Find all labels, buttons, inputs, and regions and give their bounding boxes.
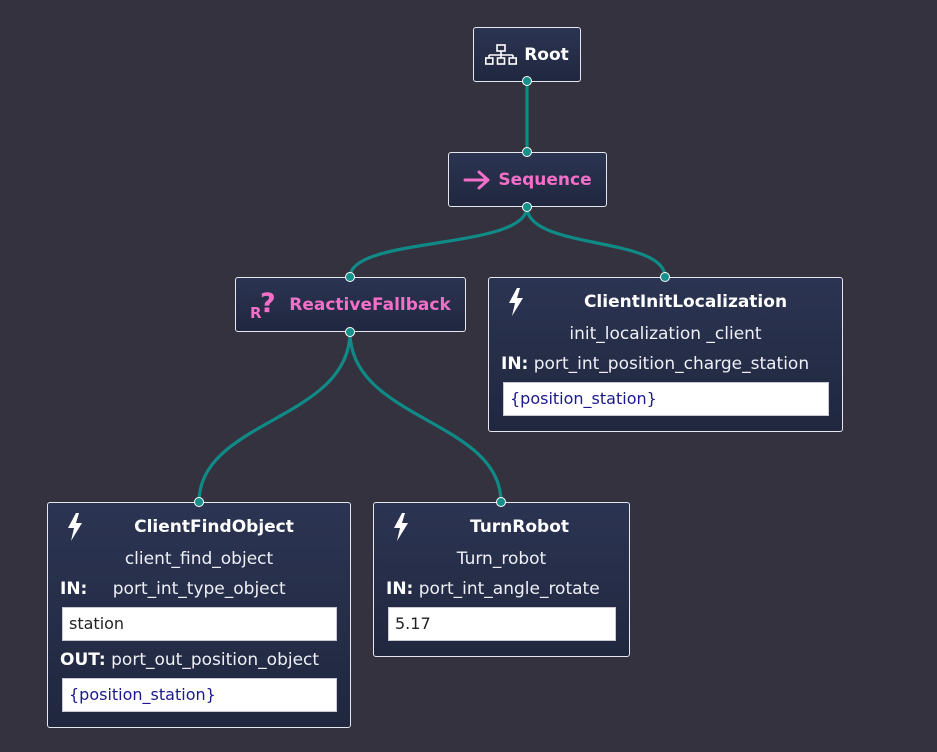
find-object-subtitle: client_find_object xyxy=(124,549,274,569)
port-direction: IN: xyxy=(60,579,88,599)
find-object-title: ClientFindObject xyxy=(134,517,294,537)
port-name: port_int_angle_rotate xyxy=(418,579,600,599)
edge-sequence-fallback xyxy=(348,206,529,278)
sitemap-icon xyxy=(485,43,518,66)
turn-robot-port-value[interactable]: 5.17 xyxy=(388,607,616,641)
find-object-port-out: OUT: port_out_position_object xyxy=(60,650,319,670)
init-localization-title: ClientInitLocalization xyxy=(583,292,788,312)
find-object-input-handle[interactable] xyxy=(194,497,204,507)
turn-robot-input-handle[interactable] xyxy=(496,497,506,507)
reactive-question-icon: R ? xyxy=(250,290,282,320)
port-direction: IN: xyxy=(386,579,414,599)
fallback-output-handle[interactable] xyxy=(345,327,355,337)
port-name: port_int_type_object xyxy=(112,579,286,599)
edge-fallback-findobject xyxy=(197,331,352,503)
port-name: port_out_position_object xyxy=(111,650,320,670)
port-direction: IN: xyxy=(501,354,529,374)
svg-text:?: ? xyxy=(260,290,276,319)
sequence-input-handle[interactable] xyxy=(522,147,532,157)
reactive-fallback-node[interactable]: R ? ReactiveFallback xyxy=(235,277,466,332)
port-name: port_int_position_charge_station xyxy=(533,354,810,374)
svg-text:R: R xyxy=(250,304,262,320)
lightning-icon xyxy=(66,513,84,545)
turn-robot-subtitle: Turn_robot xyxy=(456,549,547,569)
arrow-right-icon xyxy=(463,169,491,191)
init-localization-input-handle[interactable] xyxy=(660,272,670,282)
reactive-fallback-title: ReactiveFallback xyxy=(289,294,451,315)
edge-fallback-turnrobot xyxy=(348,331,503,503)
find-object-port-in-value[interactable]: station xyxy=(62,607,337,641)
edge-sequence-initlocalization xyxy=(525,206,667,278)
root-output-handle[interactable] xyxy=(522,76,532,86)
find-object-port-out-value[interactable]: {position_station} xyxy=(62,678,337,712)
sequence-title: Sequence xyxy=(498,169,592,190)
port-direction: OUT: xyxy=(60,650,106,670)
lightning-icon xyxy=(392,513,410,545)
turn-robot-title: TurnRobot xyxy=(469,517,570,537)
turn-robot-node[interactable]: TurnRobot Turn_robot IN: port_int_angle_… xyxy=(373,502,630,657)
client-find-object-node[interactable]: ClientFindObject client_find_object IN: … xyxy=(47,502,351,728)
fallback-input-handle[interactable] xyxy=(345,272,355,282)
init-localization-subtitle: init_localization _client xyxy=(569,324,762,344)
client-init-localization-node[interactable]: ClientInitLocalization init_localization… xyxy=(488,277,843,432)
init-localization-port-in: IN: port_int_position_charge_station xyxy=(501,354,809,374)
root-node[interactable]: Root xyxy=(473,27,581,82)
root-title: Root xyxy=(524,44,569,65)
lightning-icon xyxy=(507,288,525,320)
turn-robot-port-in: IN: port_int_angle_rotate xyxy=(386,579,600,599)
find-object-port-in: IN: port_int_type_object xyxy=(60,579,286,599)
init-localization-port-value[interactable]: {position_station} xyxy=(503,382,829,416)
sequence-output-handle[interactable] xyxy=(522,202,532,212)
sequence-node[interactable]: Sequence xyxy=(448,152,607,207)
